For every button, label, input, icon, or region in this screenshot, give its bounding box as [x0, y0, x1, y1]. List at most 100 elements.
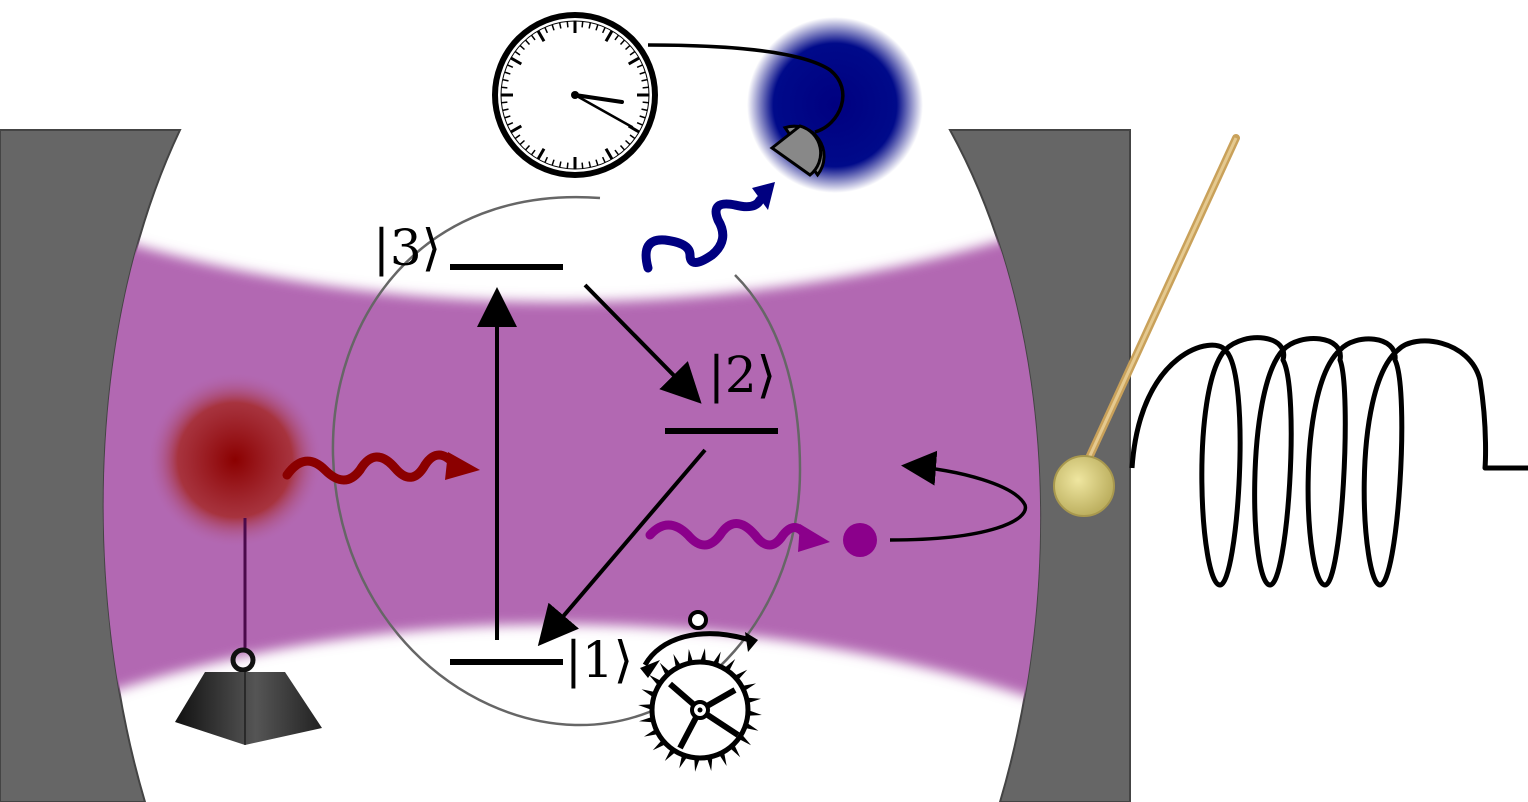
clock-tick [625, 44, 631, 51]
clock-tick [636, 121, 643, 126]
escapement-tooth [744, 722, 759, 731]
escapement-tooth [659, 662, 671, 677]
clock-tick [588, 22, 592, 29]
pendulum-icon [1053, 134, 1240, 517]
clock-tick [551, 159, 555, 166]
clock-tick [604, 30, 614, 43]
cold-photon-arrow [641, 182, 775, 273]
clock-tick [519, 139, 525, 146]
weight-icon [175, 647, 322, 745]
escapement-tooth [664, 748, 676, 762]
clock-tick [629, 50, 636, 56]
level-3-label: |3⟩ [373, 219, 441, 277]
escapement-tooth [729, 743, 741, 758]
detector-shape [769, 124, 823, 177]
clock-tick [627, 56, 640, 66]
clock-tick [524, 145, 531, 151]
escapement-tooth [700, 648, 706, 663]
clock-tick [504, 71, 511, 75]
clock-tick [510, 56, 523, 66]
escapement-tooth [641, 689, 656, 698]
clock-wire [647, 43, 845, 134]
clock-tick [502, 78, 509, 82]
escapement-wheel-icon [638, 610, 762, 772]
clock-tick [641, 78, 648, 82]
clock-tick [558, 161, 562, 168]
escapement-tooth [718, 751, 727, 766]
clock-tick [601, 156, 606, 163]
escapement-tooth [712, 651, 721, 666]
escapement-tooth [639, 716, 654, 723]
clock-tick [639, 115, 646, 119]
clock-tick [642, 86, 649, 89]
clock-tick [514, 134, 521, 140]
clock-tick [544, 27, 549, 34]
clock-tick [551, 24, 555, 31]
clock-tick [544, 156, 549, 163]
clock-tick [581, 21, 584, 28]
clock-tick [641, 108, 648, 112]
clock-tick [639, 71, 646, 75]
clock-tick [530, 34, 536, 41]
photon-return-arrow [889, 450, 1028, 542]
clock-tick [536, 30, 546, 43]
escapement-tooth [694, 757, 700, 772]
hot-bath-blob [147, 372, 323, 548]
clock-tick [581, 162, 584, 169]
escapement-tooth [741, 683, 756, 692]
spring-icon [1129, 335, 1528, 588]
clock-tick [604, 147, 614, 160]
escapement-tooth [679, 754, 688, 769]
clock-tick [530, 149, 536, 156]
clock-tick [524, 39, 531, 45]
clock-tick [504, 115, 511, 119]
clock-tick [636, 64, 643, 69]
level-1-label: |1⟩ [565, 631, 633, 689]
escapement-tooth [747, 710, 762, 716]
clock-tick [519, 44, 525, 51]
escapement-tooth [738, 734, 752, 746]
emission-photon-arrow [645, 519, 830, 552]
clock-tick [501, 101, 508, 104]
clock-tick [514, 50, 521, 56]
emitted-photon-dot [843, 523, 877, 557]
clock-tick [629, 134, 636, 140]
decay-arrow-3-to-2 [583, 283, 702, 404]
clock-tick [507, 64, 514, 69]
clock-tick [601, 27, 606, 34]
clock-tick [614, 34, 620, 41]
clock-tick [614, 149, 620, 156]
clock-tick [510, 124, 523, 134]
clock-tick [536, 147, 546, 160]
cavity-mode [103, 215, 1041, 715]
clock-tick [588, 161, 592, 168]
escapement-tooth [673, 654, 682, 669]
escapement-tooth [638, 704, 653, 710]
decay-arrow-2-to-1 [537, 448, 707, 647]
clock-tick [619, 39, 626, 45]
clock-tick [501, 86, 508, 89]
clock-tick [566, 21, 569, 28]
clock-tick [566, 162, 569, 169]
clock-icon [492, 12, 658, 178]
clock-tick [558, 22, 562, 29]
level-2-label: |2⟩ [708, 346, 776, 404]
clock-tick [625, 139, 631, 146]
escapement-tooth [746, 697, 761, 704]
clock-tick [619, 145, 626, 151]
atom-outline [331, 195, 802, 727]
hot-photon-arrow [282, 450, 480, 485]
cold-bath-blob [747, 17, 923, 193]
clock-tick [595, 24, 599, 31]
escapement-tooth [648, 674, 662, 686]
escapement-tooth [687, 649, 694, 664]
clock-tick [502, 108, 509, 112]
escapement-tooth [733, 669, 748, 681]
escapement-tooth [724, 658, 736, 672]
clock-tick [507, 121, 514, 126]
escapement-tooth [706, 756, 713, 771]
clock-tick [595, 159, 599, 166]
escapement-tooth [652, 739, 667, 751]
escapement-tooth [644, 728, 659, 737]
